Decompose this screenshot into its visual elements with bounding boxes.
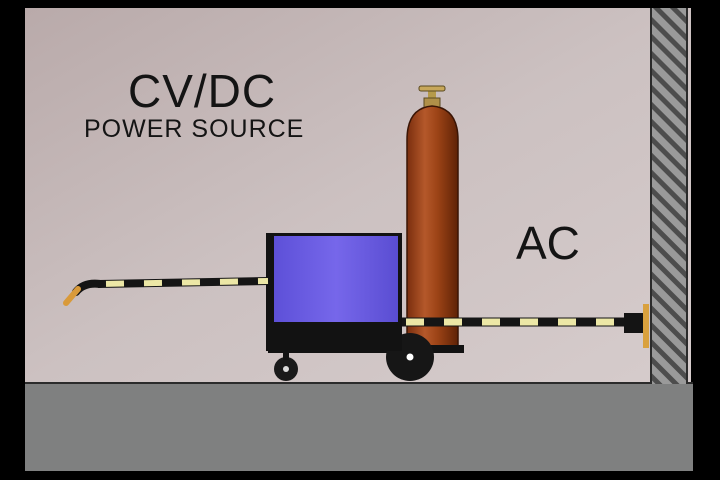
welding-power-source-icon <box>266 233 402 351</box>
power-source-title: CV/DC <box>128 65 277 117</box>
building-wall <box>651 8 687 384</box>
welding-gun-icon <box>63 279 104 306</box>
ac-wall-outlet-icon <box>624 304 649 348</box>
floor <box>25 383 693 471</box>
power-source-subtitle: POWER SOURCE <box>84 115 305 143</box>
ac-label: AC <box>516 217 580 269</box>
torch-cable <box>97 277 269 288</box>
shielding-gas-cylinder-icon <box>406 85 459 347</box>
